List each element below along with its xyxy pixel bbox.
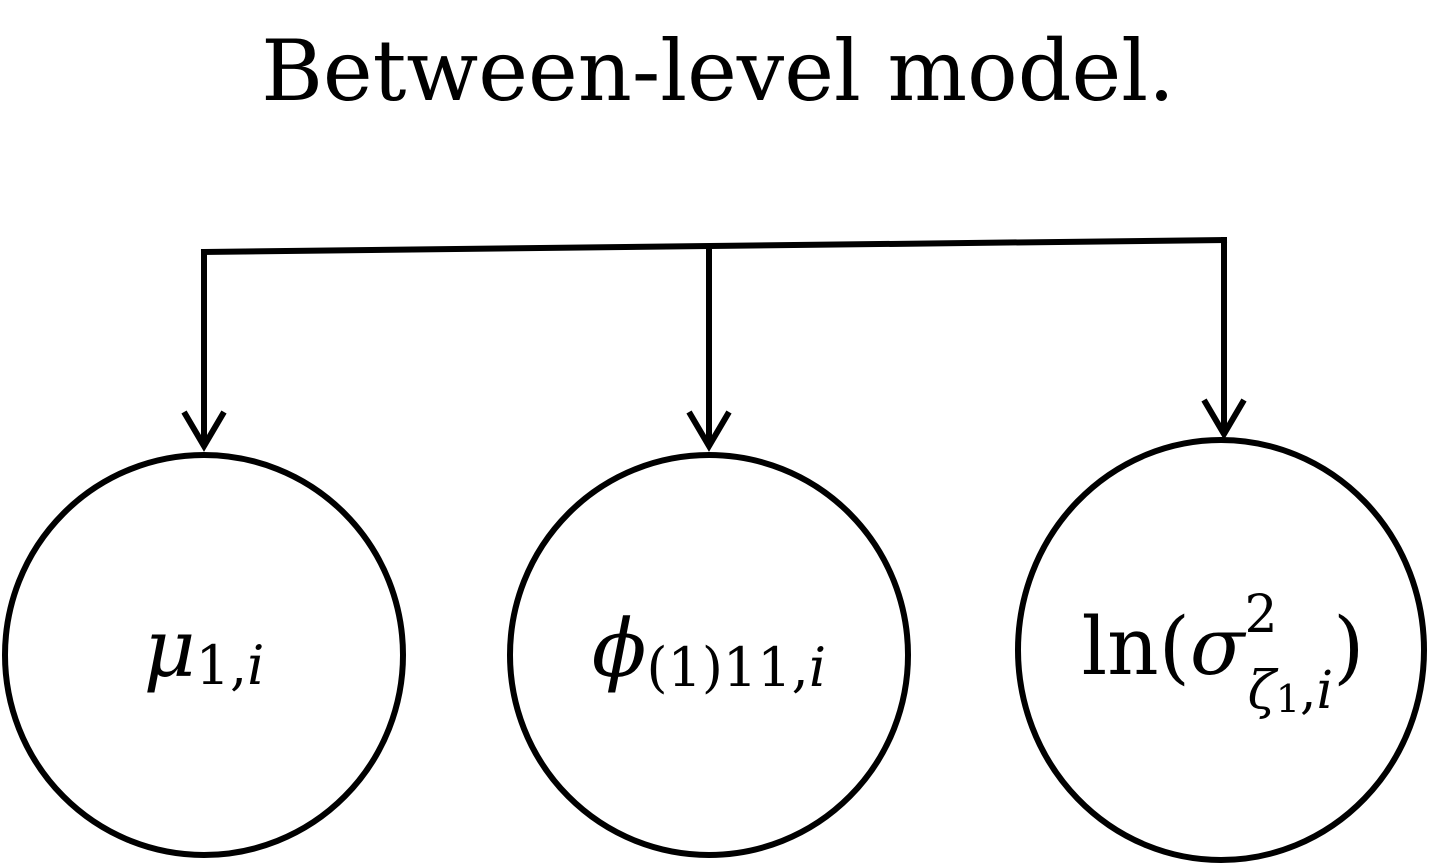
node-ln-sigma-circle	[1015, 437, 1427, 863]
node-mu-label: μ1,i	[144, 602, 265, 697]
arrowhead-right	[1201, 398, 1247, 440]
connector-top-bar	[200, 236, 1228, 256]
node-mu-circle	[2, 452, 406, 858]
connector-bracket	[200, 236, 1228, 447]
node-phi-circle	[507, 452, 911, 858]
node-phi-label: ϕ(1)11,i	[592, 602, 826, 699]
node-mu: μ1,i	[2, 452, 406, 858]
arrowhead-middle	[686, 410, 732, 452]
node-phi: ϕ(1)11,i	[507, 452, 911, 858]
arrowhead-left	[181, 410, 227, 452]
diagram-title: Between-level model.	[261, 22, 1175, 120]
